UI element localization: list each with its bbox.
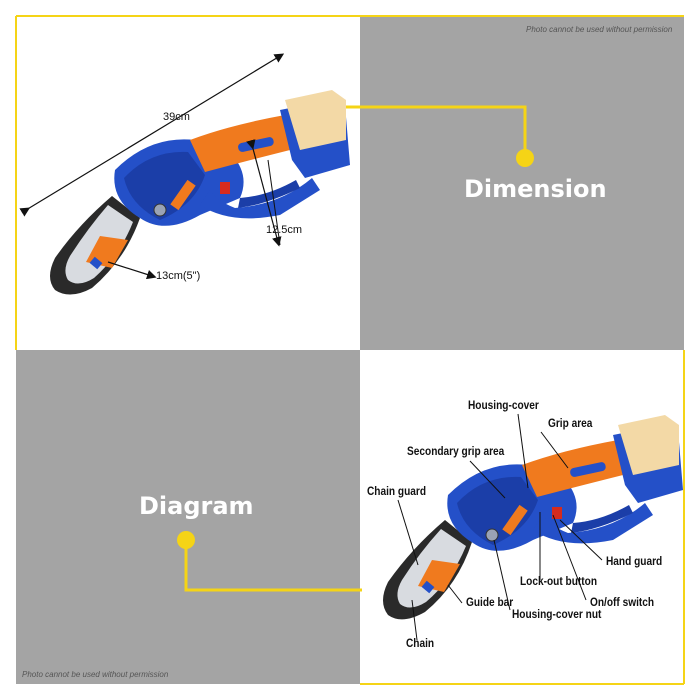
part-leaders [397, 413, 603, 641]
diagram-connector [184, 540, 362, 592]
dimension-title: Dimension [464, 175, 607, 203]
diagram-title-panel [16, 350, 360, 684]
permission-notice-top: Photo cannot be used without permission [526, 25, 673, 34]
frame-left [15, 16, 17, 350]
height-line-2 [267, 159, 281, 246]
length-label: 39cm [163, 111, 190, 123]
label-chain: Chain [406, 638, 435, 650]
dimension-title-panel [360, 16, 684, 350]
label-chain-guard: Chain guard [367, 486, 427, 498]
label-housing-cover: Housing-cover [468, 400, 539, 412]
diagram-connector-dot [177, 531, 195, 549]
bar-arrow [107, 261, 157, 280]
label-guide-bar: Guide bar [466, 597, 514, 609]
chainsaw-image-bottom [383, 415, 683, 620]
label-lockout-button: Lock-out button [520, 576, 598, 588]
permission-notice-bottom: Photo cannot be used without permission [22, 670, 169, 679]
label-onoff-switch: On/off switch [590, 597, 655, 609]
label-hand-guard: Hand guard [606, 556, 663, 568]
frame-top [16, 15, 684, 17]
label-housing-nut: Housing-cover nut [512, 609, 602, 621]
length-arrow [19, 53, 285, 217]
diagram-title: Diagram [139, 492, 254, 520]
dimension-connector-dot [516, 149, 534, 167]
frame-right [683, 350, 685, 684]
dimension-connector [342, 105, 527, 158]
frame-bottom [360, 683, 684, 685]
height-label: 12.5cm [266, 224, 303, 236]
bar-length-label: 13cm(5") [156, 270, 201, 282]
height-arrow [246, 139, 282, 247]
chainsaw-image-top [50, 90, 350, 295]
label-secondary-grip: Secondary grip area [407, 446, 505, 458]
label-grip-area: Grip area [548, 418, 593, 430]
